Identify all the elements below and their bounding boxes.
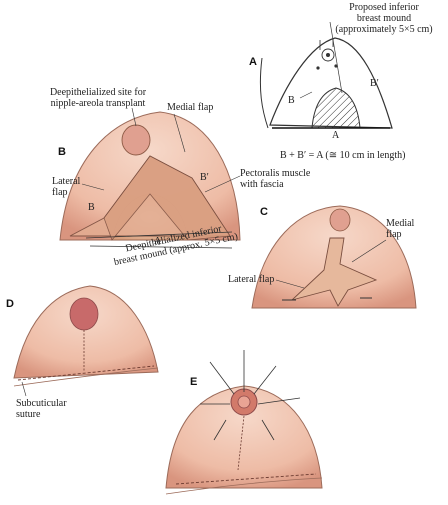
panel-a-sketch xyxy=(259,21,393,129)
mark-b-prime: B′ xyxy=(200,172,209,183)
pectoralis-label: Pectoralis muscle with fascia xyxy=(240,168,311,190)
proposed-mound-label: Proposed inferior breast mound (approxim… xyxy=(335,2,433,35)
panel-d-letter: D xyxy=(6,298,14,310)
panel-c-illustration xyxy=(251,205,417,309)
lateral-flap-label-b: Lateral flap xyxy=(52,176,81,198)
mark-a: A xyxy=(154,236,162,247)
panel-e-illustration xyxy=(165,350,323,495)
seg-a-label: A xyxy=(332,130,340,141)
mark-b: B xyxy=(88,202,95,213)
panel-b-illustration xyxy=(59,107,241,249)
seg-b-label: B xyxy=(288,95,295,106)
panel-a-letter: A xyxy=(249,56,257,68)
panel-c-letter: C xyxy=(260,206,268,218)
seg-b-prime-label: B′ xyxy=(370,78,379,89)
panel-e-letter: E xyxy=(190,376,198,388)
medial-flap-label-c: Medial flap xyxy=(386,218,415,240)
length-equation: B + B′ = A (≅ 10 cm in length) xyxy=(280,150,406,161)
medial-flap-label-b: Medial flap xyxy=(167,102,214,113)
nipple-site-label: Deepithelialized site for nipple-areola … xyxy=(49,87,147,109)
lateral-flap-label-c: Lateral flap xyxy=(228,274,275,285)
panel-d-illustration xyxy=(13,285,159,397)
panel-b-letter: B xyxy=(58,146,66,158)
subcuticular-suture-label: Subcuticular suture xyxy=(16,398,67,420)
